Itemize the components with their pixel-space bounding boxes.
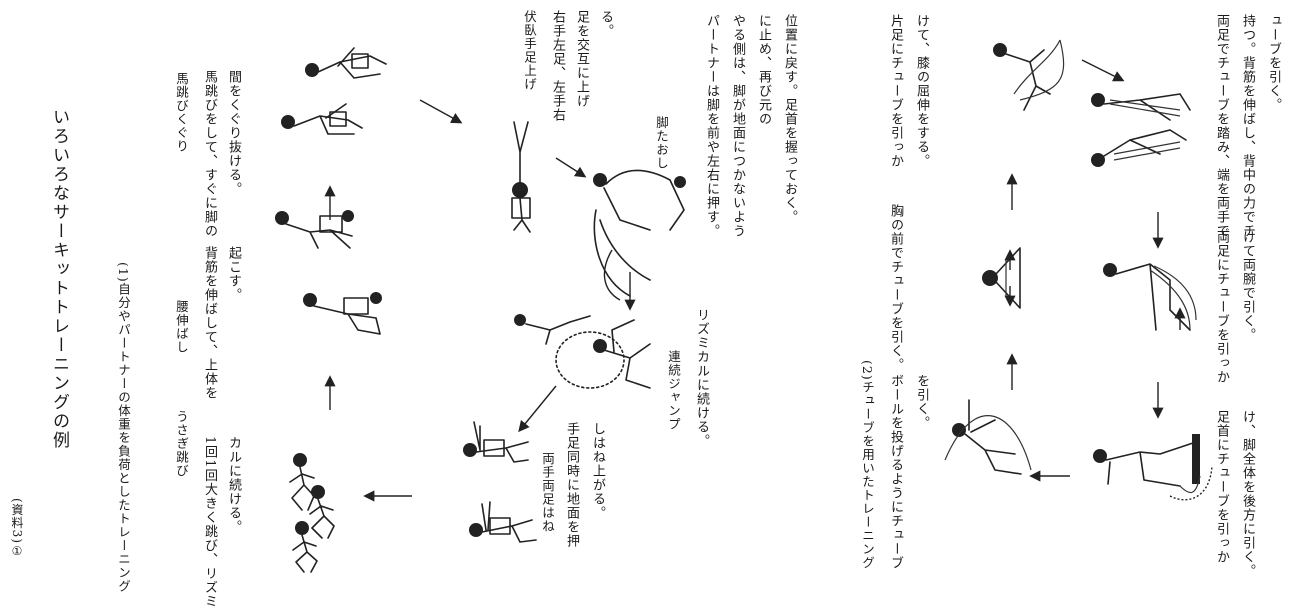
tube-desc-arms-1: 両足にチューブを引っか: [1214, 230, 1229, 384]
figure-ashitaoshi: [593, 169, 686, 297]
illustrations: [275, 39, 1213, 573]
tube-desc-back-3: ューブを引く。: [1266, 14, 1281, 112]
exercise-desc-ashitaoshi-4: 位置に戻す。足首を握っておく。: [782, 14, 797, 224]
exercise-name-ryote: 両手両足はね: [540, 452, 555, 533]
exercise-desc-ryote-2: しはね上がる。: [590, 422, 605, 520]
tube-desc-chest-1: 胸の前でチューブを引く。: [888, 204, 903, 372]
exercise-desc-usagi-1: 1回1回大きく跳び、リズミ: [202, 436, 217, 609]
section2-heading: (2)チューブを用いたトレーニング: [860, 360, 875, 570]
exercise-name-koshinobashi: 腰伸ばし: [174, 300, 189, 354]
tube-desc-ball-2: を引く。: [914, 374, 929, 430]
exercise-name-umatobi: 馬跳びくぐり: [174, 72, 189, 153]
figure-ryote-hane: [463, 421, 537, 543]
figure-tube-arms: [1103, 263, 1197, 331]
exercise-desc-umatobi-1: 馬跳びをして、すぐに脚の: [202, 70, 217, 238]
exercise-name-fukuga: 伏臥手足上げ: [522, 10, 537, 91]
exercise-desc-ashitaoshi-3: に止め、再び元の: [756, 14, 771, 126]
figure-umatobi: [281, 47, 387, 135]
figure-usagi-tobi: [289, 453, 335, 573]
tube-desc-arms-2: けて両腕で引く。: [1240, 230, 1255, 342]
exercise-name-renzoku: 連続ジャンプ: [666, 350, 681, 431]
exercise-desc-koshinobashi-1: 背筋を伸ばして、上体を: [202, 246, 217, 400]
exercise-desc-ryote-1: 手足同時に地面を押: [564, 422, 579, 548]
tube-desc-ankle-2: け、脚全体を後方に引く。: [1240, 410, 1255, 578]
tube-desc-knee-1: 片足にチューブを引っか: [888, 14, 903, 168]
tube-desc-ankle-1: 足首にチューブを引っか: [1214, 410, 1229, 564]
tube-desc-back-1: 両足でチューブを踏み、端を両手で: [1214, 14, 1229, 238]
exercise-name-ashitaoshi: 脚たおし: [654, 116, 669, 170]
page-title: いろいろなサーキットトレーニングの例: [49, 108, 69, 450]
exercise-desc-fukuga-1: 右手左足、左手右: [550, 10, 565, 122]
document-label: (資料3)①: [10, 498, 24, 559]
exercise-desc-renzoku-1: リズミカルに続ける。: [694, 308, 709, 448]
figure-fukuga: [511, 121, 531, 233]
exercise-desc-ashitaoshi-2: やる側は、脚が地面につかないよう: [730, 14, 745, 238]
exercise-desc-ashitaoshi-1: パートナーは脚を前や左右に押す。: [704, 14, 719, 238]
exercise-desc-koshinobashi-2: 起こす。: [226, 246, 241, 302]
tube-desc-ball-1: ボールを投げるようにチューブ: [888, 374, 903, 570]
figure-koshi-nobashi: [275, 210, 382, 335]
section2-arrows: [1006, 59, 1164, 482]
figure-tube-ball: [944, 399, 1032, 475]
figure-renzoku-jump: [514, 314, 651, 389]
document-page: (資料3)① いろいろなサーキットトレーニングの例 (1)自分やパートナーの体重…: [10, 10, 1281, 609]
exercise-desc-usagi-2: カルに続ける。: [226, 436, 241, 534]
figure-tube-knee: [993, 39, 1065, 111]
figure-tube-ankle: [1093, 434, 1213, 501]
exercise-name-usagi: うさぎ跳び: [174, 410, 189, 478]
tube-desc-back-2: 持つ。背筋を伸ばし、背中の力でチ: [1240, 14, 1255, 238]
figure-tube-chest: [982, 247, 1021, 309]
exercise-desc-umatobi-2: 間をくぐり抜ける。: [226, 70, 241, 196]
section1-arrows: [324, 99, 636, 502]
tube-desc-knee-2: けて、膝の屈伸をする。: [914, 14, 929, 168]
section1-heading: (1)自分やパートナーの体重を負荷としたトレーニング: [116, 262, 131, 594]
figure-tube-back: [1091, 93, 1191, 167]
exercise-desc-fukuga-2: 足を交互に上げ: [574, 10, 589, 108]
exercise-desc-fukuga-3: る。: [598, 10, 613, 38]
